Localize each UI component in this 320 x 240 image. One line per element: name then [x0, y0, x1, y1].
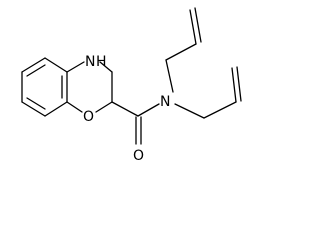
- lower-allyl-group: [174, 66, 242, 119]
- bond-carbonyl-n: [137, 103, 160, 117]
- bond-o-c4: [66, 101, 83, 113]
- oxazine-ring: [66, 61, 113, 113]
- amine-hydrogen-label: H: [96, 54, 107, 70]
- bond-n-allyl1-ch2: [165, 59, 174, 93]
- bond-c1-c2: [21, 57, 46, 73]
- ring-oxygen-label: O: [83, 109, 94, 125]
- bond-allyl1-double-1: [189, 9, 197, 45]
- amide-nitrogen-label: N: [160, 94, 170, 110]
- bond-c5-c6: [21, 101, 46, 117]
- chemical-structure-diagram: N H O O N: [21, 7, 242, 164]
- bond-allyl1-ch2-ch: [165, 43, 197, 61]
- amine-nitrogen-label: N: [85, 54, 95, 70]
- bond-c2-c3: [44, 57, 68, 73]
- bond-n-allyl2-ch2: [174, 103, 205, 119]
- bond-ch-o: [95, 101, 113, 113]
- bond-allyl2-ch2-ch: [203, 101, 237, 119]
- double-bond-inner-1: [26, 64, 46, 77]
- double-bond-inner-3: [26, 97, 46, 110]
- bond-allyl1-double-2: [194, 7, 202, 43]
- benzene-ring: [21, 57, 68, 117]
- bond-c3-n: [66, 61, 85, 73]
- carbonyl-oxygen-label: O: [133, 148, 144, 164]
- amide-group: [111, 101, 160, 145]
- bond-allyl2-double-1: [231, 67, 237, 103]
- bond-ch-carbonyl: [111, 101, 139, 117]
- bond-c4-c5: [44, 101, 68, 117]
- upper-allyl-group: [165, 7, 202, 93]
- bond-allyl2-double-2: [236, 66, 242, 102]
- bond-n-ch2: [99, 61, 113, 73]
